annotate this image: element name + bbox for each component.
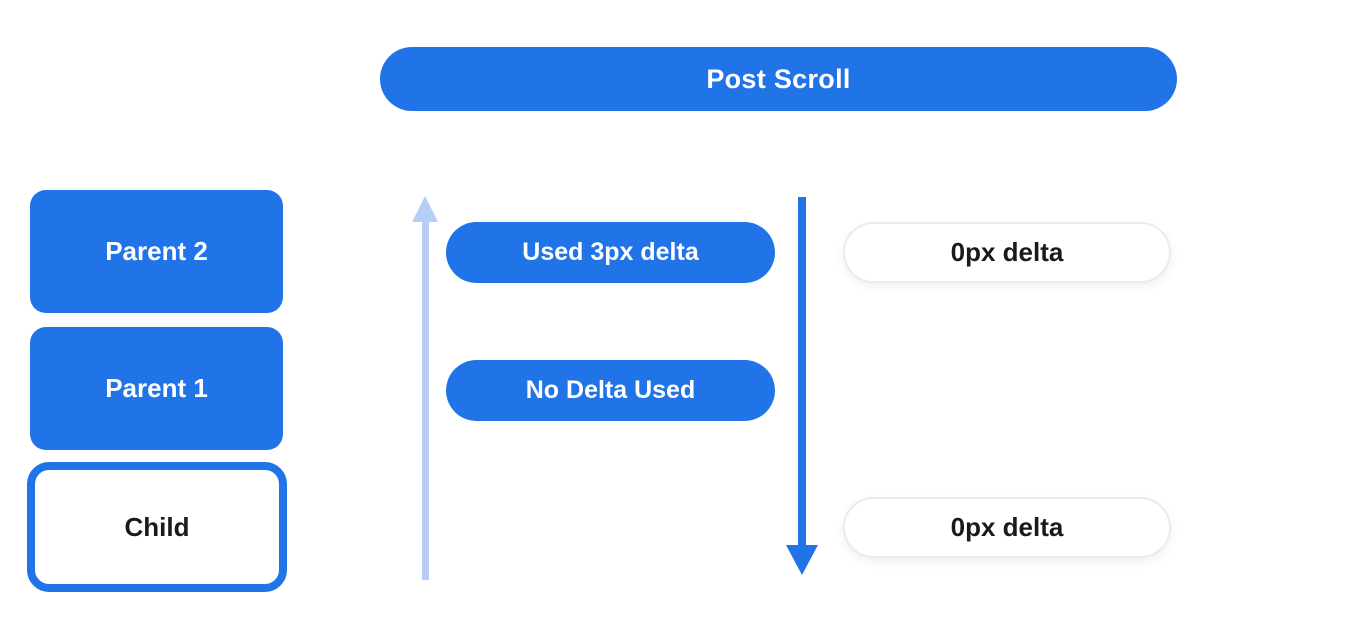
used-delta-pill: Used 3px delta xyxy=(446,222,775,283)
up-arrow-icon xyxy=(412,196,438,580)
post-scroll-header: Post Scroll xyxy=(380,47,1177,111)
child-box: Child xyxy=(27,462,287,592)
down-arrow-shaft xyxy=(798,197,806,545)
no-delta-used-pill: No Delta Used xyxy=(446,360,775,421)
down-arrow-icon xyxy=(786,197,818,575)
up-arrow-head xyxy=(412,196,438,222)
zero-delta-pill-top: 0px delta xyxy=(843,222,1171,283)
parent1-box: Parent 1 xyxy=(30,327,283,450)
zero-delta-pill-bottom: 0px delta xyxy=(843,497,1171,558)
parent2-box: Parent 2 xyxy=(30,190,283,313)
up-arrow-shaft xyxy=(421,222,429,580)
down-arrow-head xyxy=(786,545,818,575)
